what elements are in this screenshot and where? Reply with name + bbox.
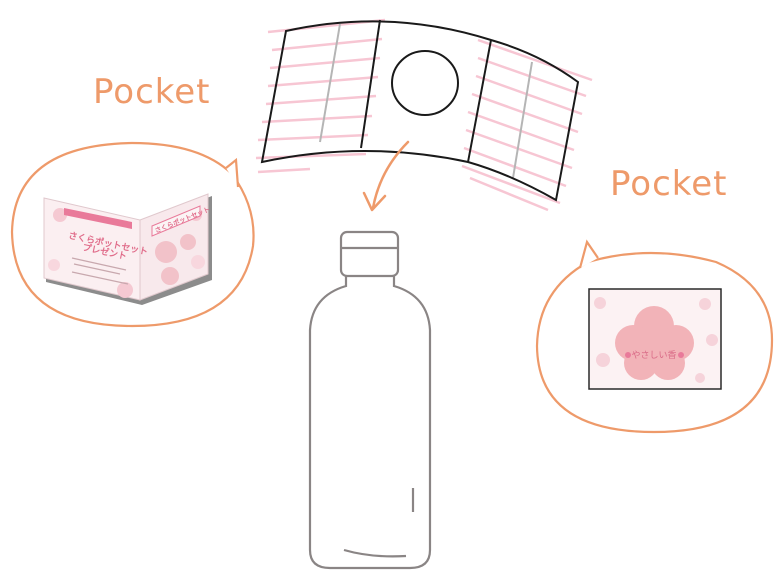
pocket-label-right: Pocket	[610, 164, 728, 204]
right-card-flower-text: やさしい香	[631, 350, 676, 361]
bottle-wrap-label	[256, 20, 592, 210]
right-card: やさしい香	[589, 289, 721, 389]
bottle-bottom-curve	[344, 550, 406, 556]
bottle-neck	[310, 276, 430, 568]
bottle-icon	[310, 232, 430, 568]
wrap-center-circle	[392, 51, 458, 115]
pocket-label-left: Pocket	[93, 72, 211, 112]
wrap-stripes-left	[256, 20, 385, 172]
bottle-cap	[341, 232, 398, 276]
